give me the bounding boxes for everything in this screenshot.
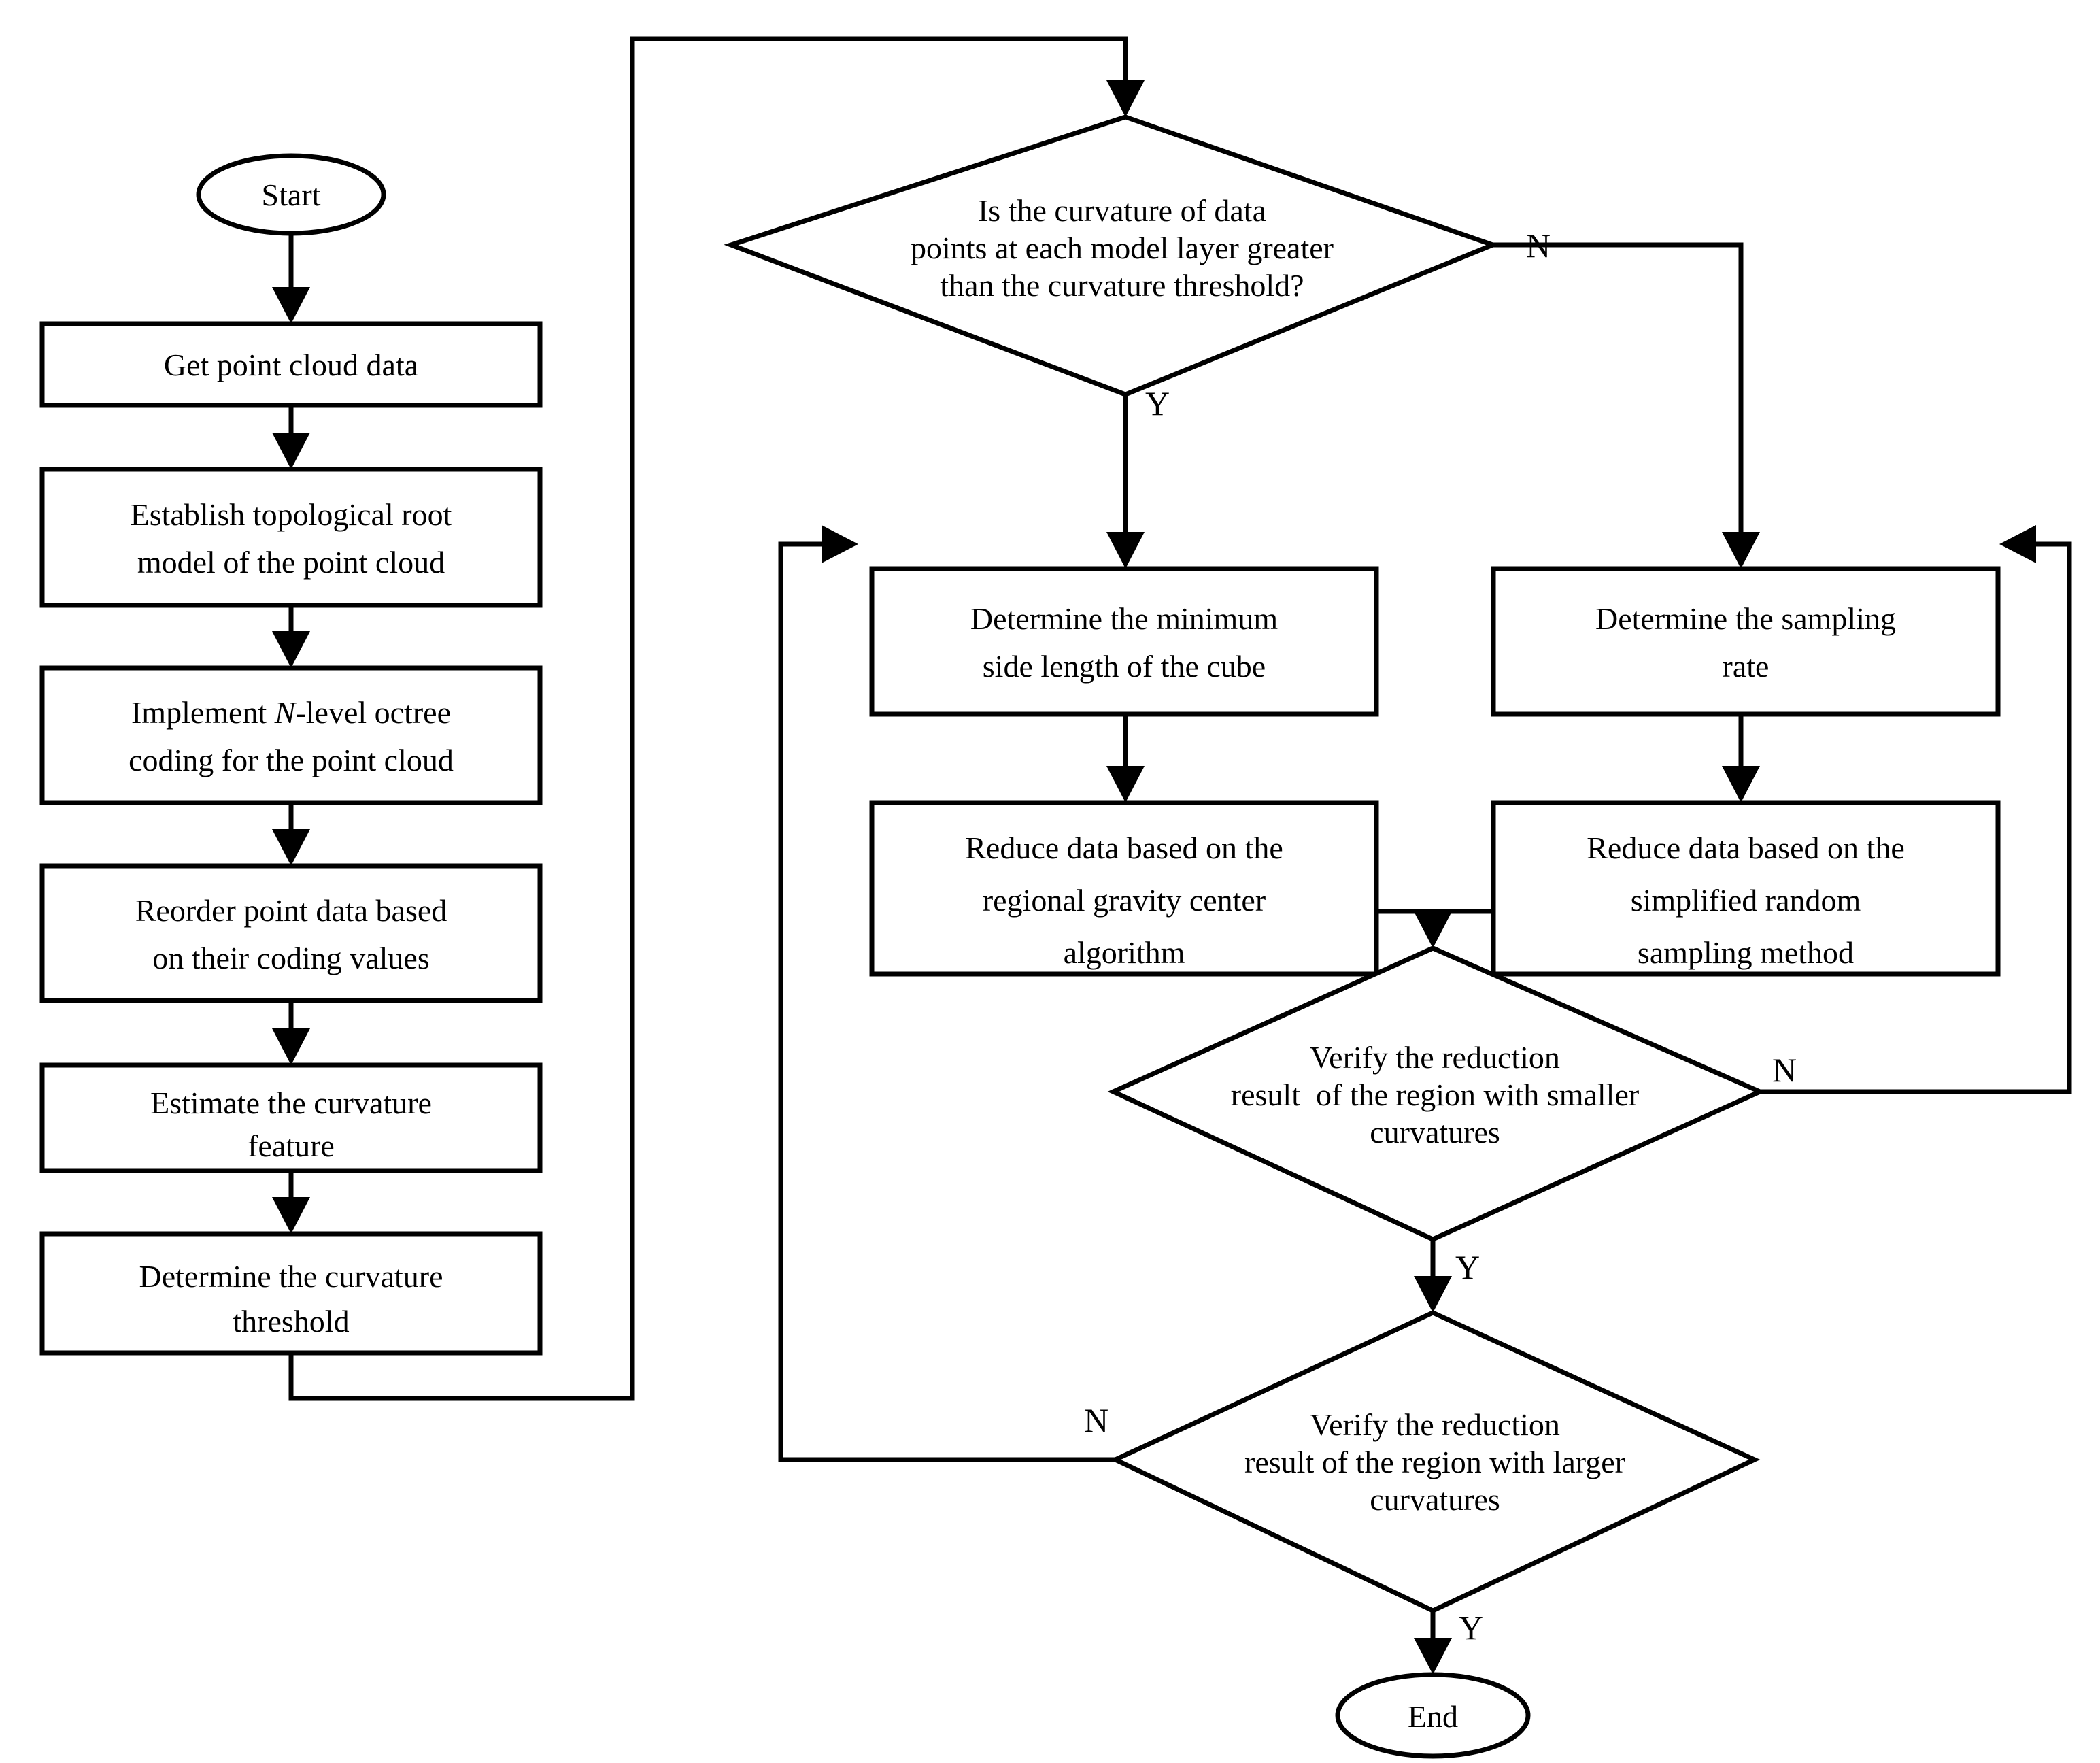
node-establish-topological[interactable]: Establish topological root model of the … <box>39 467 543 608</box>
reorder-box <box>39 863 543 1003</box>
label-curvature-no: N <box>1526 226 1551 265</box>
octree-suffix: -level octree <box>295 695 451 730</box>
label-verify-smaller-yes: Y <box>1455 1248 1480 1286</box>
arrowhead-threshold-to-curvature-decision <box>1106 80 1145 117</box>
arrowhead-octree-to-reorder <box>272 829 310 866</box>
octree-prefix: Implement <box>131 695 275 730</box>
establish-topological-line-2: model of the point cloud <box>137 545 445 580</box>
arrowhead-estimate-to-threshold <box>272 1197 310 1234</box>
end-label: End <box>1408 1699 1458 1734</box>
estimate-curvature-line-1: Estimate the curvature <box>150 1086 432 1120</box>
verify-smaller-line-3: curvatures <box>1370 1115 1500 1149</box>
node-min-side-length[interactable]: Determine the minimum side length of the… <box>869 566 1379 717</box>
sampling-rate-box <box>1491 566 2001 717</box>
arrowhead-verify-smaller-no-to-sampling-rate <box>1999 525 2036 563</box>
edge-verify-smaller-no-to-sampling-rate <box>1760 541 2072 1094</box>
node-determine-threshold[interactable]: Determine the curvature threshold <box>39 1231 543 1356</box>
reduce-random-line-1: Reduce data based on the <box>1587 830 1904 865</box>
arrowhead-curvature-yes-to-min-side <box>1106 532 1145 569</box>
node-end[interactable]: End <box>1335 1672 1531 1759</box>
octree-coding-line-2: coding for the point cloud <box>129 743 454 777</box>
verify-larger-diamond <box>1109 1310 1761 1613</box>
label-verify-smaller-no: N <box>1772 1051 1797 1089</box>
octree-coding-line-1: Implement N-level octree <box>131 695 451 730</box>
get-point-cloud-box <box>39 321 543 408</box>
min-side-length-line-1: Determine the minimum <box>970 601 1278 636</box>
reduce-gravity-line-2: regional gravity center <box>983 883 1266 918</box>
reduce-random-line-3: sampling method <box>1638 935 1854 970</box>
edge-curvature-no-to-sampling-rate <box>1493 242 1744 548</box>
reduce-gravity-line-1: Reduce data based on the <box>965 830 1283 865</box>
estimate-curvature-line-2: feature <box>248 1128 335 1163</box>
verify-smaller-diamond <box>1107 945 1766 1242</box>
branch-labels-group: N Y N Y N Y <box>1084 226 1797 1647</box>
node-sampling-rate[interactable]: Determine the sampling rate <box>1491 566 2001 717</box>
node-verify-smaller[interactable]: Verify the reduction result of the regio… <box>1107 945 1766 1242</box>
arrowhead-reorder-to-estimate <box>272 1028 310 1065</box>
arrowhead-verify-smaller-yes-to-verify-larger <box>1414 1276 1452 1313</box>
verify-larger-line-2: result of the region with larger <box>1244 1445 1625 1479</box>
arrowhead-start-to-get-point-cloud <box>272 287 310 324</box>
edge-verify-larger-no-to-min-side <box>778 541 1115 1462</box>
node-reduce-random[interactable]: Reduce data based on the simplified rand… <box>1491 800 2001 977</box>
establish-topological-line-1: Establish topological root <box>131 497 452 532</box>
node-reduce-gravity[interactable]: Reduce data based on the regional gravit… <box>869 800 1379 977</box>
arrowhead-get-point-cloud-to-establish <box>272 433 310 469</box>
arrowhead-sampling-rate-to-reduce-random <box>1722 766 1760 803</box>
reduce-gravity-box <box>869 800 1379 977</box>
verify-larger-line-1: Verify the reduction <box>1310 1407 1560 1442</box>
arrowhead-verify-larger-yes-to-end <box>1414 1638 1452 1675</box>
node-octree-coding[interactable]: Implement N-level octree coding for the … <box>39 665 543 805</box>
verify-smaller-line-1: Verify the reduction <box>1310 1040 1560 1075</box>
label-verify-larger-no: N <box>1084 1401 1108 1439</box>
arrowhead-merge-to-verify-smaller <box>1414 911 1452 948</box>
curvature-decision-line-3: than the curvature threshold? <box>940 268 1304 303</box>
arrowhead-curvature-no-to-sampling-rate <box>1722 532 1760 569</box>
node-get-point-cloud[interactable]: Get point cloud data <box>39 321 543 408</box>
determine-threshold-line-1: Determine the curvature <box>139 1259 443 1294</box>
curvature-decision-line-2: points at each model layer greater <box>911 231 1334 265</box>
curvature-decision-diamond <box>724 114 1500 397</box>
verify-smaller-line-2: result of the region with smaller <box>1231 1077 1639 1112</box>
verify-larger-line-3: curvatures <box>1370 1482 1500 1517</box>
get-point-cloud-line-1: Get point cloud data <box>164 348 418 382</box>
arrowhead-verify-larger-no-to-min-side <box>822 525 858 563</box>
reduce-random-line-2: simplified random <box>1631 883 1861 918</box>
reduce-gravity-line-3: algorithm <box>1064 935 1185 970</box>
estimate-curvature-box <box>39 1062 543 1173</box>
end-ellipse <box>1335 1672 1531 1759</box>
reduce-random-box <box>1491 800 2001 977</box>
reorder-line-2: on their coding values <box>152 941 430 975</box>
arrowhead-min-side-to-reduce-gravity <box>1106 766 1145 803</box>
start-ellipse <box>196 153 386 236</box>
node-curvature-decision[interactable]: Is the curvature of data points at each … <box>724 114 1500 397</box>
establish-topological-box <box>39 467 543 608</box>
label-verify-larger-yes: Y <box>1459 1609 1483 1647</box>
min-side-length-line-2: side length of the cube <box>983 649 1266 684</box>
min-side-length-box <box>869 566 1379 717</box>
node-start[interactable]: Start <box>196 153 386 236</box>
sampling-rate-line-1: Determine the sampling <box>1595 601 1896 636</box>
arrowhead-establish-to-octree <box>272 631 310 668</box>
edge-threshold-to-curvature-decision <box>288 36 1128 1401</box>
octree-coding-box <box>39 665 543 805</box>
determine-threshold-box <box>39 1231 543 1356</box>
node-reorder[interactable]: Reorder point data based on their coding… <box>39 863 543 1003</box>
determine-threshold-line-2: threshold <box>233 1304 349 1339</box>
node-estimate-curvature[interactable]: Estimate the curvature feature <box>39 1062 543 1173</box>
start-label: Start <box>262 178 321 212</box>
node-verify-larger[interactable]: Verify the reduction result of the regio… <box>1109 1310 1761 1613</box>
sampling-rate-line-2: rate <box>1723 649 1769 684</box>
reorder-line-1: Reorder point data based <box>135 893 447 928</box>
label-curvature-yes: Y <box>1145 384 1170 422</box>
curvature-decision-line-1: Is the curvature of data <box>978 193 1266 228</box>
octree-italic-n: N <box>274 695 297 730</box>
